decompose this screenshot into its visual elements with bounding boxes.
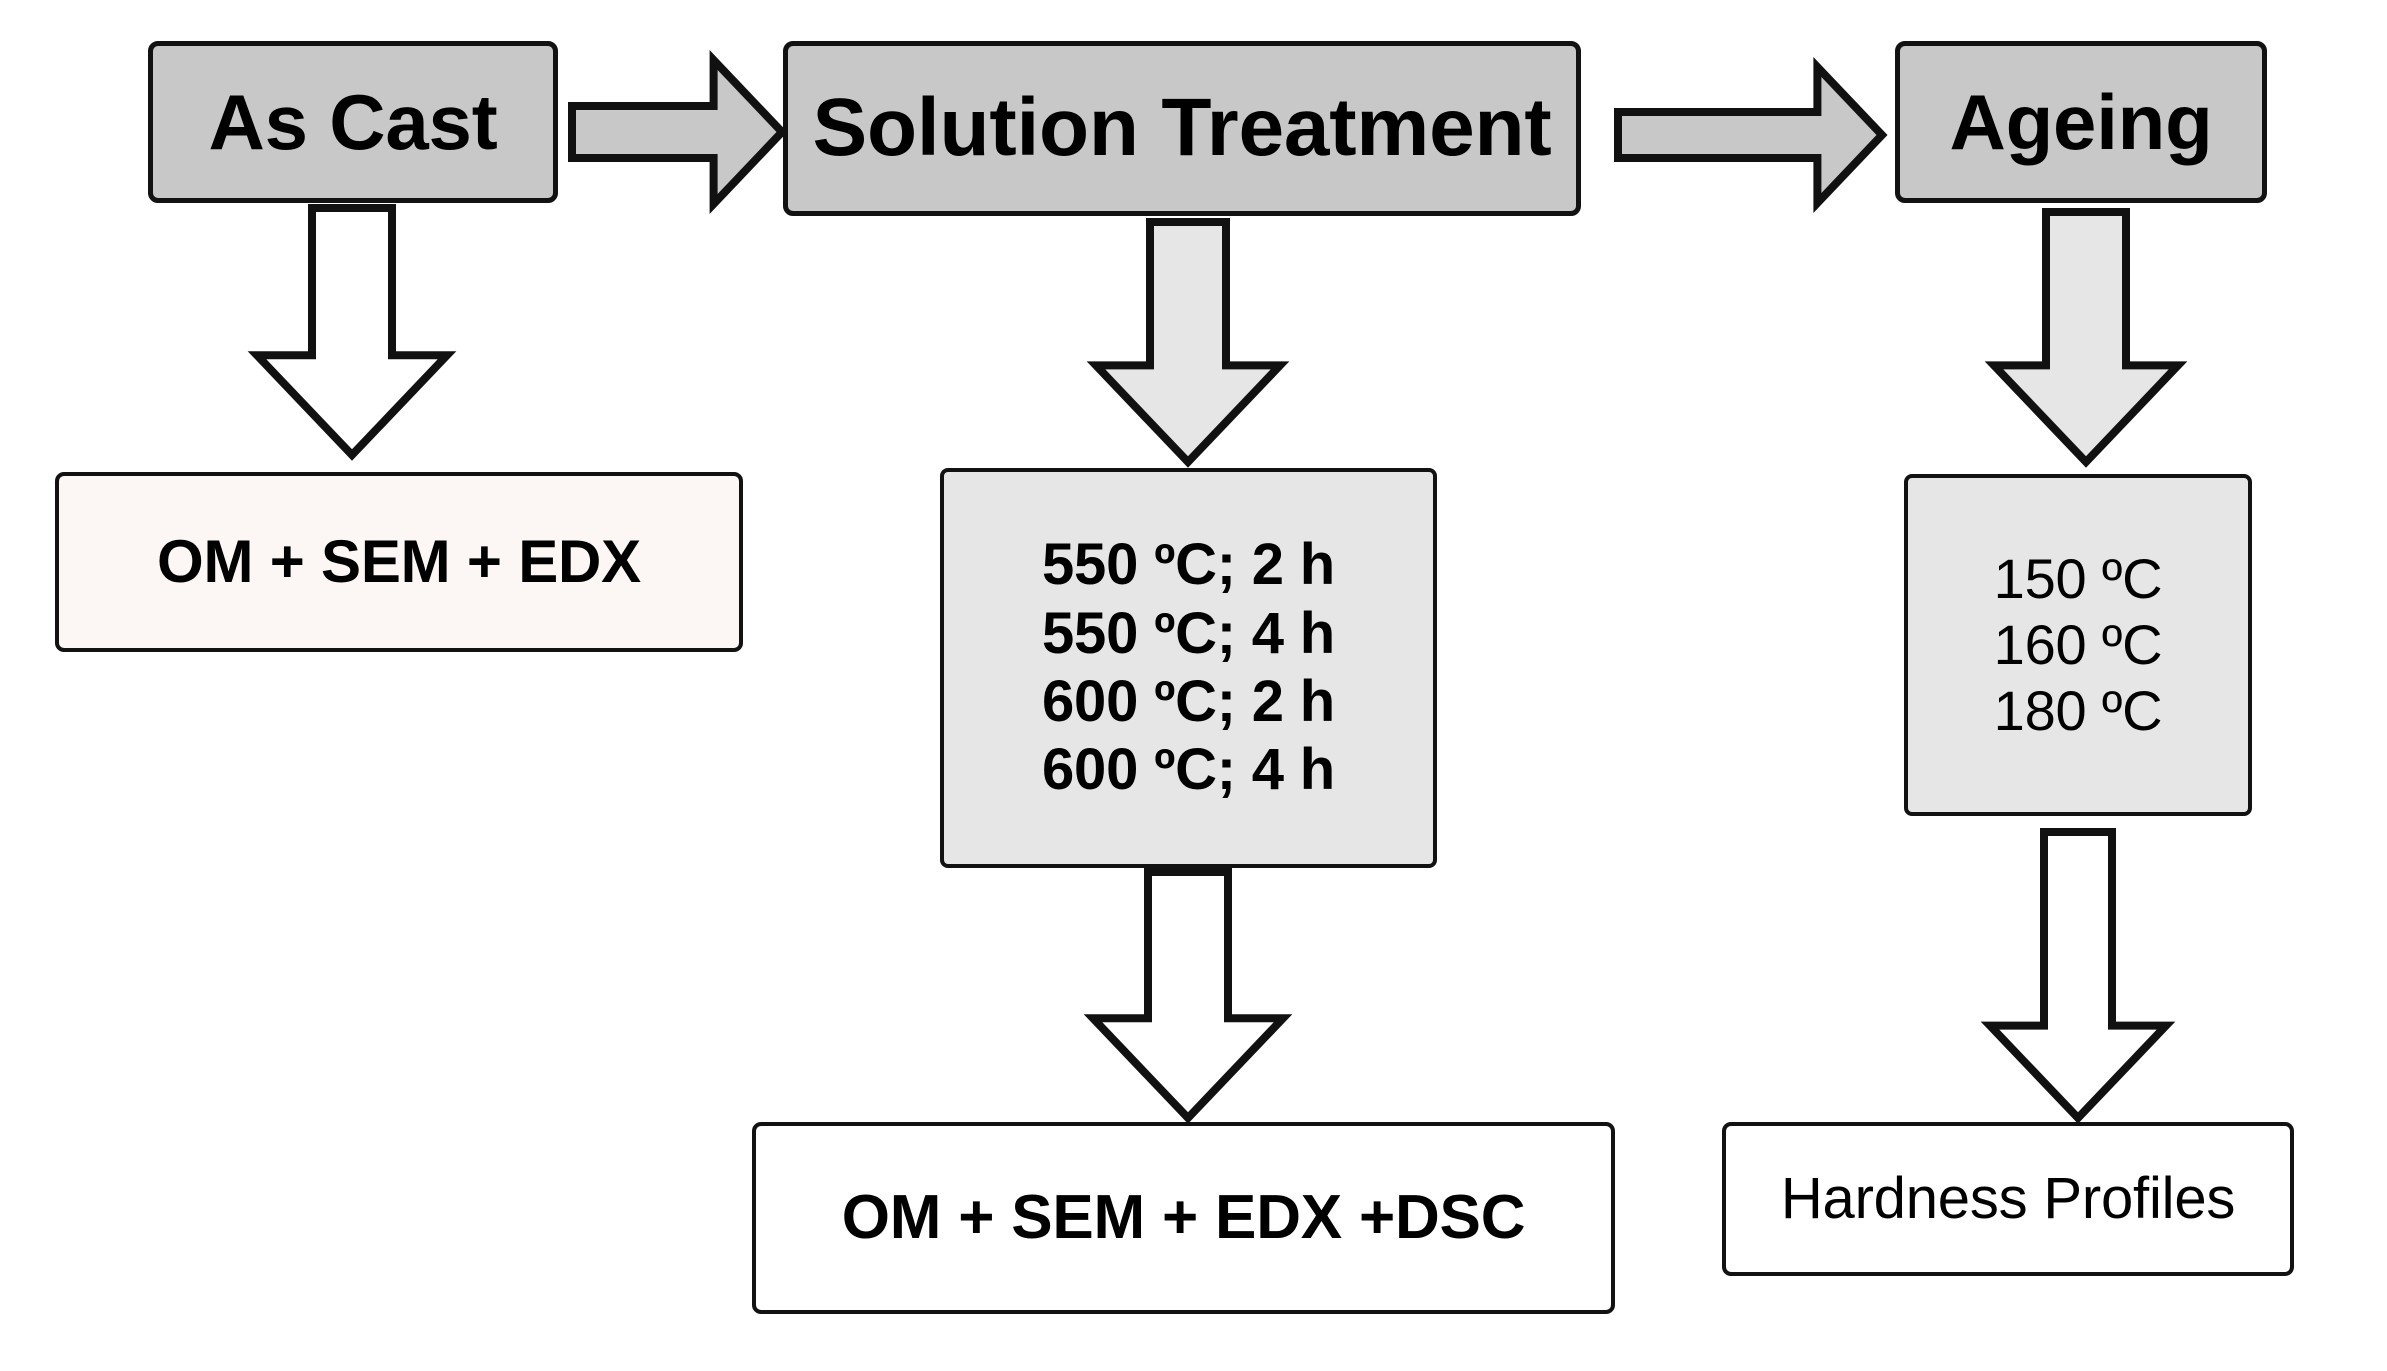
result-box-ageing[interactable]: Hardness Profiles: [1722, 1122, 2294, 1276]
result-label-solution-treatment: OM + SEM + EDX +DSC: [841, 1183, 1526, 1253]
parameter-line: 600 ºC; 2 h: [1042, 669, 1335, 734]
result-box-as-cast[interactable]: OM + SEM + EDX: [55, 472, 743, 652]
stage-box-as-cast[interactable]: As Cast: [148, 41, 558, 203]
right-arrow-icon-as-cast-to-solution: [568, 49, 788, 215]
stage-box-ageing[interactable]: Ageing: [1895, 41, 2267, 203]
parameter-line: 550 ºC; 2 h: [1042, 532, 1335, 598]
stage-label-solution-treatment: Solution Treatment: [812, 82, 1552, 174]
parameter-line: 180 ºC: [1993, 679, 2163, 743]
stage-label-as-cast: As Cast: [208, 77, 498, 166]
parameter-line: 160 ºC: [1993, 612, 2163, 676]
parameter-line: 150 ºC: [1993, 546, 2163, 610]
down-arrow-icon-solution-params: [1083, 868, 1293, 1124]
result-box-solution-treatment[interactable]: OM + SEM + EDX +DSC: [752, 1122, 1615, 1314]
parameter-box-ageing[interactable]: 150 ºC 160 ºC 180 ºC: [1904, 474, 2252, 816]
down-arrow-icon-as-cast: [247, 204, 457, 461]
parameter-box-solution-treatment[interactable]: 550 ºC; 2 h 550 ºC; 4 h 600 ºC; 2 h 600 …: [940, 468, 1437, 868]
stage-label-ageing: Ageing: [1949, 77, 2213, 166]
down-arrow-icon-solution-treatment: [1086, 218, 1290, 468]
down-arrow-icon-ageing-params: [1980, 828, 2176, 1124]
right-arrow-icon-solution-to-ageing: [1614, 56, 1888, 214]
result-label-as-cast: OM + SEM + EDX: [157, 527, 641, 595]
stage-box-solution-treatment[interactable]: Solution Treatment: [783, 41, 1581, 216]
parameter-line: 550 ºC; 4 h: [1042, 600, 1335, 666]
result-label-ageing: Hardness Profiles: [1780, 1165, 2236, 1231]
parameter-line: 600 ºC; 4 h: [1042, 737, 1335, 803]
down-arrow-icon-ageing: [1984, 208, 2188, 468]
